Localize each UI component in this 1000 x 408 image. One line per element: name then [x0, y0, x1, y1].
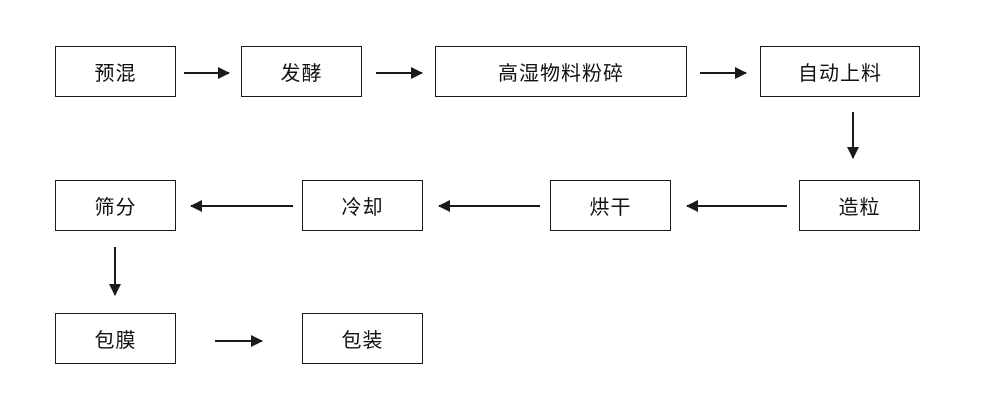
- node-label: 发酵: [280, 61, 323, 85]
- node-baomo: 包膜: [55, 313, 176, 364]
- node-label: 冷却: [341, 195, 384, 219]
- node-fensui: 高湿物料粉碎: [435, 46, 687, 97]
- node-label: 造粒: [838, 195, 881, 219]
- node-label: 烘干: [589, 195, 632, 219]
- node-label: 自动上料: [798, 61, 882, 85]
- node-label: 预混: [94, 61, 137, 85]
- node-lengque: 冷却: [302, 180, 423, 231]
- node-label: 筛分: [94, 195, 137, 219]
- node-shaifen: 筛分: [55, 180, 176, 231]
- node-shangliao: 自动上料: [760, 46, 920, 97]
- node-baozhuang: 包装: [302, 313, 423, 364]
- node-zaoli: 造粒: [799, 180, 920, 231]
- node-honggan: 烘干: [550, 180, 671, 231]
- node-label: 包膜: [94, 328, 137, 352]
- node-label: 包装: [341, 328, 384, 352]
- node-label: 高湿物料粉碎: [498, 61, 624, 85]
- node-yuhun: 预混: [55, 46, 176, 97]
- node-fajiao: 发酵: [241, 46, 362, 97]
